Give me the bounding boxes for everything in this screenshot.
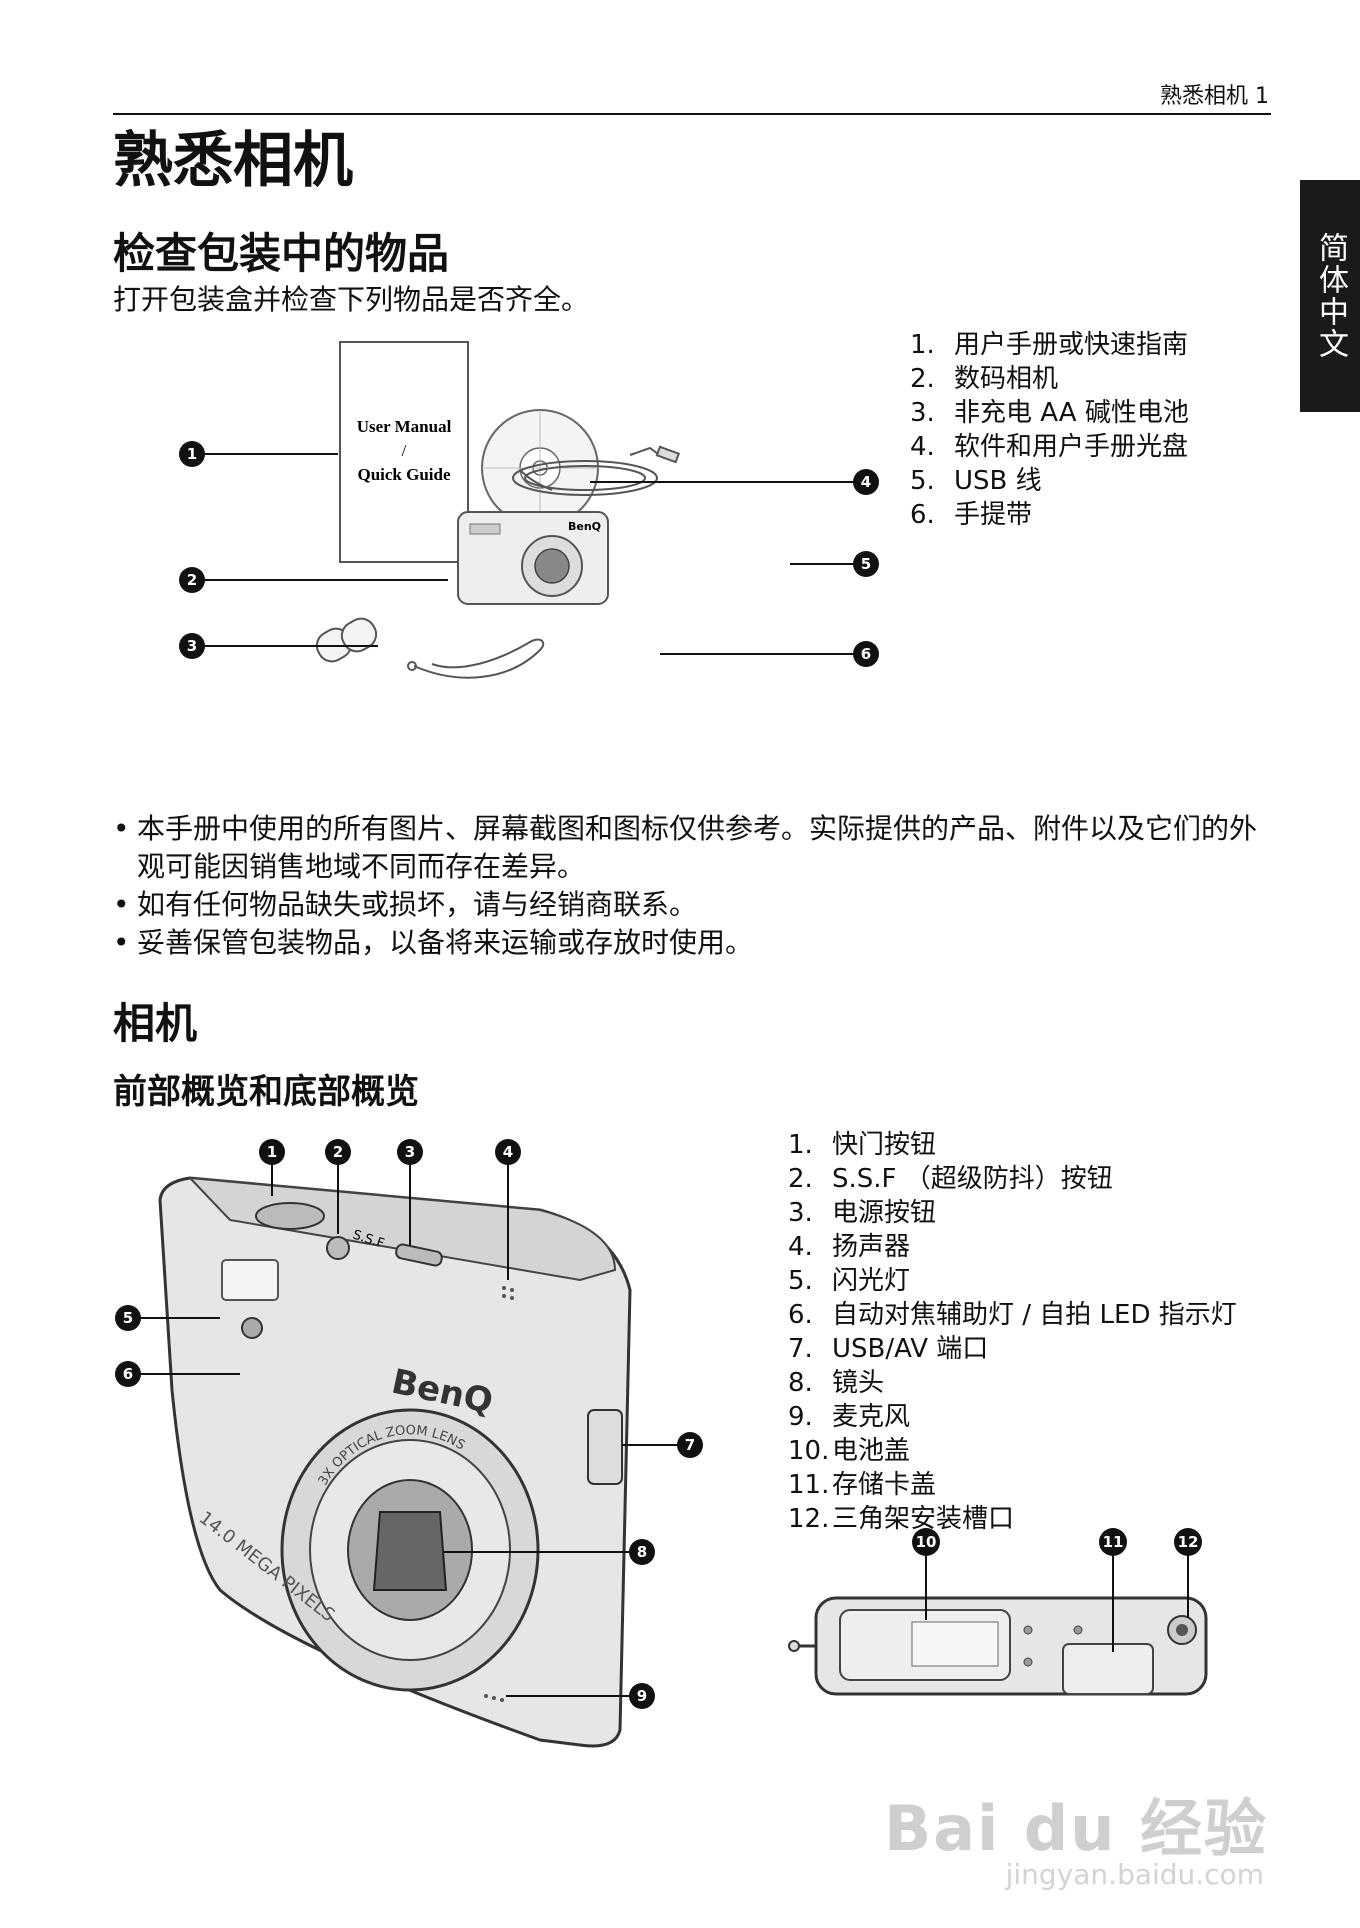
callout-10: 10 bbox=[912, 1528, 940, 1556]
list-item: 2.S.S.F （超级防抖）按钮 bbox=[788, 1164, 1113, 1194]
svg-text:8: 8 bbox=[637, 1543, 647, 1561]
list-item: 4.扬声器 bbox=[788, 1232, 911, 1262]
list-item: 10.电池盖 bbox=[788, 1436, 911, 1466]
callout-11: 11 bbox=[1099, 1528, 1127, 1556]
camera-brand-text: BenQ bbox=[568, 520, 601, 533]
note-item: 妥善保管包装物品，以备将来运输或存放时使用。 bbox=[113, 924, 1263, 962]
list-item: 12.三角架安装槽口 bbox=[788, 1504, 1015, 1534]
list-item: 7.USB/AV 端口 bbox=[788, 1334, 989, 1364]
list-item: 11.存储卡盖 bbox=[788, 1470, 937, 1500]
list-item: 9.麦克风 bbox=[788, 1402, 911, 1432]
svg-text:12: 12 bbox=[1178, 1533, 1199, 1551]
manual-cover-line: / bbox=[402, 441, 407, 460]
notes-list: 本手册中使用的所有图片、屏幕截图和图标仅供参考。实际提供的产品、附件以及它们的外… bbox=[113, 810, 1263, 962]
package-callouts: 1 2 3 4 5 6 bbox=[179, 441, 879, 667]
strap-illustration bbox=[407, 638, 545, 679]
callout-8: 8 bbox=[629, 1539, 655, 1565]
page-title: 熟悉相机 bbox=[113, 126, 353, 196]
usb-cable-illustration bbox=[512, 445, 681, 496]
manual-cover-line: User Manual bbox=[357, 417, 452, 436]
callout-6: 6 bbox=[115, 1361, 141, 1387]
note-item: 如有任何物品缺失或损坏，请与经销商联系。 bbox=[113, 886, 1263, 924]
svg-text:10: 10 bbox=[916, 1533, 937, 1551]
callout-7: 7 bbox=[677, 1432, 703, 1458]
svg-text:9: 9 bbox=[637, 1687, 647, 1705]
svg-text:2: 2 bbox=[187, 571, 197, 589]
camera-front-figure: S.S.F BenQ 3X OPTICAL ZOOM LENS 14.0 MEG… bbox=[115, 1139, 703, 1748]
list-item: 4.软件和用户手册光盘 bbox=[910, 432, 1189, 462]
section-intro: 打开包装盒并检查下列物品是否齐全。 bbox=[113, 283, 590, 316]
svg-text:4: 4 bbox=[861, 473, 871, 491]
svg-text:4: 4 bbox=[503, 1143, 513, 1161]
callout-1: 1 bbox=[179, 441, 205, 467]
package-items-list: 1.用户手册或快速指南 2.数码相机 3.非充电 AA 碱性电池 4.软件和用户… bbox=[910, 328, 1189, 532]
cd-illustration bbox=[481, 409, 599, 527]
baidu-watermark-url: jingyan.baidu.com bbox=[1005, 1858, 1264, 1891]
svg-text:1: 1 bbox=[267, 1143, 277, 1161]
svg-text:6: 6 bbox=[861, 645, 871, 663]
svg-text:3: 3 bbox=[405, 1143, 415, 1161]
list-item: 5.闪光灯 bbox=[788, 1266, 911, 1296]
svg-text:7: 7 bbox=[685, 1436, 695, 1454]
list-item: 3.电源按钮 bbox=[788, 1198, 937, 1228]
list-item: 5.USB 线 bbox=[910, 466, 1042, 496]
callout-2: 2 bbox=[179, 567, 205, 593]
section-heading-package: 检查包装中的物品 bbox=[113, 229, 450, 278]
manual-cover-line: Quick Guide bbox=[357, 465, 451, 484]
svg-text:5: 5 bbox=[123, 1309, 133, 1327]
camera-bottom-figure: 10 11 12 bbox=[788, 1528, 1208, 1696]
list-item: 2.数码相机 bbox=[910, 364, 1059, 394]
camera-illustration: BenQ bbox=[457, 511, 609, 605]
list-item: 1.快门按钮 bbox=[788, 1130, 937, 1160]
callout-12: 12 bbox=[1174, 1528, 1202, 1556]
callout-2: 2 bbox=[325, 1139, 351, 1165]
callout-1: 1 bbox=[259, 1139, 285, 1165]
user-manual-illustration: User Manual / Quick Guide bbox=[339, 341, 469, 563]
language-tab: 简体中文 bbox=[1300, 180, 1360, 412]
callout-6: 6 bbox=[853, 641, 879, 667]
note-item: 本手册中使用的所有图片、屏幕截图和图标仅供参考。实际提供的产品、附件以及它们的外… bbox=[113, 810, 1263, 886]
callout-4: 4 bbox=[853, 469, 879, 495]
callout-5: 5 bbox=[115, 1305, 141, 1331]
svg-text:3: 3 bbox=[187, 637, 197, 655]
list-item: 6.手提带 bbox=[910, 500, 1033, 530]
callout-3: 3 bbox=[397, 1139, 423, 1165]
page-header: 熟悉相机 1 bbox=[1160, 84, 1269, 109]
svg-text:1: 1 bbox=[187, 445, 197, 463]
svg-text:11: 11 bbox=[1103, 1533, 1124, 1551]
callout-3: 3 bbox=[179, 633, 205, 659]
camera-parts-list: 1.快门按钮 2.S.S.F （超级防抖）按钮 3.电源按钮 4.扬声器 5.闪… bbox=[788, 1128, 1237, 1536]
baidu-watermark-logo: Bai du 经验 bbox=[883, 1792, 1268, 1865]
section-subheading-overview: 前部概览和底部概览 bbox=[113, 1072, 419, 1112]
list-item: 6.自动对焦辅助灯 / 自拍 LED 指示灯 bbox=[788, 1300, 1237, 1330]
list-item: 1.用户手册或快速指南 bbox=[910, 330, 1189, 360]
package-contents-figure: User Manual / Quick Guide BenQ bbox=[315, 341, 681, 679]
callout-9: 9 bbox=[629, 1683, 655, 1709]
list-item: 3.非充电 AA 碱性电池 bbox=[910, 398, 1189, 428]
svg-text:6: 6 bbox=[123, 1365, 133, 1383]
svg-text:5: 5 bbox=[861, 555, 871, 573]
callout-4: 4 bbox=[495, 1139, 521, 1165]
callout-5: 5 bbox=[853, 551, 879, 577]
svg-text:2: 2 bbox=[333, 1143, 343, 1161]
header-rule bbox=[113, 113, 1271, 115]
list-item: 8.镜头 bbox=[788, 1368, 885, 1398]
section-heading-camera: 相机 bbox=[113, 999, 198, 1048]
